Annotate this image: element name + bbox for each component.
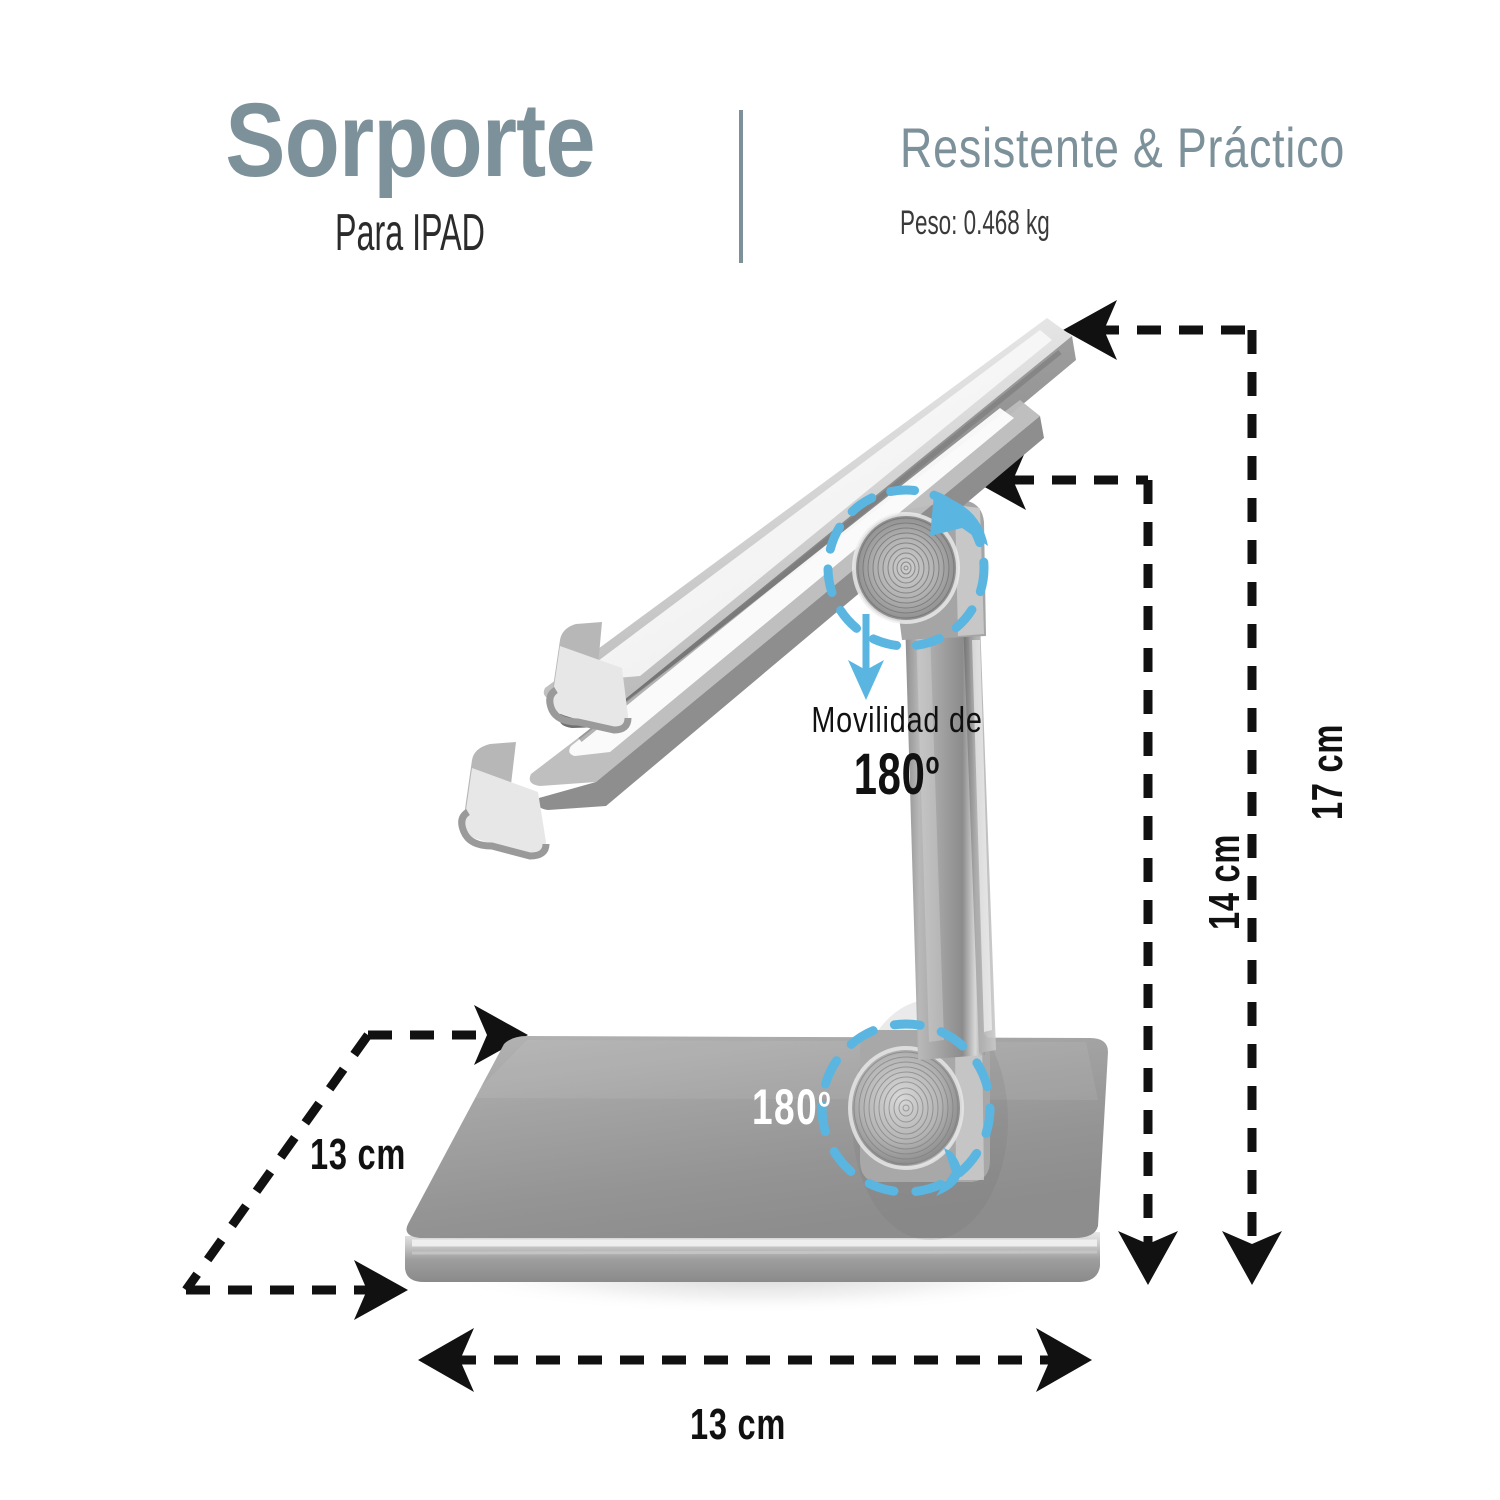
tablet-support-plate bbox=[529, 318, 1076, 810]
dimension-label-width: 13 cm bbox=[690, 1400, 787, 1449]
dimension-17cm bbox=[1095, 325, 1257, 1248]
arrowhead-17cm-top bbox=[1063, 300, 1117, 360]
page-title: Sorporte bbox=[225, 82, 595, 199]
mobility-value: 180 bbox=[853, 742, 926, 807]
dimension-13cm-depth bbox=[182, 1030, 492, 1295]
header: Sorporte Para IPAD Resistente & Práctico… bbox=[0, 0, 1500, 300]
header-right-block: Resistente & Práctico Peso: 0.468 kg bbox=[900, 116, 1460, 242]
lower-knurled-hinge bbox=[848, 1030, 990, 1182]
dimension-label-depth: 13 cm bbox=[310, 1130, 407, 1179]
header-divider bbox=[739, 110, 743, 263]
vertical-support-column bbox=[905, 618, 996, 1060]
base-rotation-value: 180 bbox=[752, 1079, 819, 1135]
arrowhead-14cm-top bbox=[972, 450, 1026, 510]
lower-rotation-arrowhead bbox=[936, 1148, 961, 1196]
upper-rotation-down-arrow bbox=[848, 614, 884, 700]
weight-spec: Peso: 0.468 kg bbox=[900, 204, 1050, 242]
dimension-annotations bbox=[182, 325, 1257, 1365]
lower-rotation-dashed-circle bbox=[817, 1019, 995, 1197]
arrowhead-depth-bottom bbox=[354, 1260, 408, 1320]
arrowhead-width-left bbox=[418, 1328, 474, 1392]
knurl-rings-lower bbox=[853, 1051, 959, 1165]
tablet-lip-hooks bbox=[458, 622, 632, 860]
upper-rotation-indicator bbox=[823, 485, 989, 700]
dimension-label-total-height: 17 cm bbox=[1303, 723, 1352, 820]
arrowhead-17cm-bottom bbox=[1222, 1231, 1282, 1285]
lip-hook-upper bbox=[546, 622, 632, 734]
base-rotation-degree-symbol: o bbox=[818, 1081, 833, 1113]
upper-rotation-arrowhead bbox=[930, 494, 988, 546]
dimension-arrowheads bbox=[354, 300, 1282, 1392]
lip-hook-lower bbox=[458, 742, 550, 860]
mobility-annotation: Movilidad de 180o bbox=[772, 702, 1022, 804]
upper-knurled-hinge bbox=[852, 512, 960, 624]
lower-rotation-indicator bbox=[817, 1019, 995, 1197]
mobility-degree-symbol: o bbox=[925, 744, 941, 781]
knurl-rings-upper bbox=[857, 517, 955, 619]
mobility-label-text: Movilidad de bbox=[811, 699, 983, 740]
arrowhead-width-right bbox=[1036, 1328, 1092, 1392]
arrowhead-14cm-bottom bbox=[1118, 1231, 1178, 1285]
upper-rotation-dashed-circle bbox=[823, 485, 989, 651]
base-rotation-annotation: 180o bbox=[752, 1078, 832, 1136]
dimension-label-hinge-height: 14 cm bbox=[1200, 833, 1249, 930]
dimension-14cm bbox=[1010, 475, 1153, 1248]
base-plate bbox=[405, 1000, 1108, 1282]
mobility-value-row: 180o bbox=[807, 746, 987, 804]
tagline: Resistente & Práctico bbox=[900, 116, 1346, 179]
page-subtitle: Para IPAD bbox=[335, 204, 485, 262]
title-block: Sorporte Para IPAD bbox=[120, 88, 700, 259]
arrowhead-depth-top bbox=[474, 1005, 528, 1065]
